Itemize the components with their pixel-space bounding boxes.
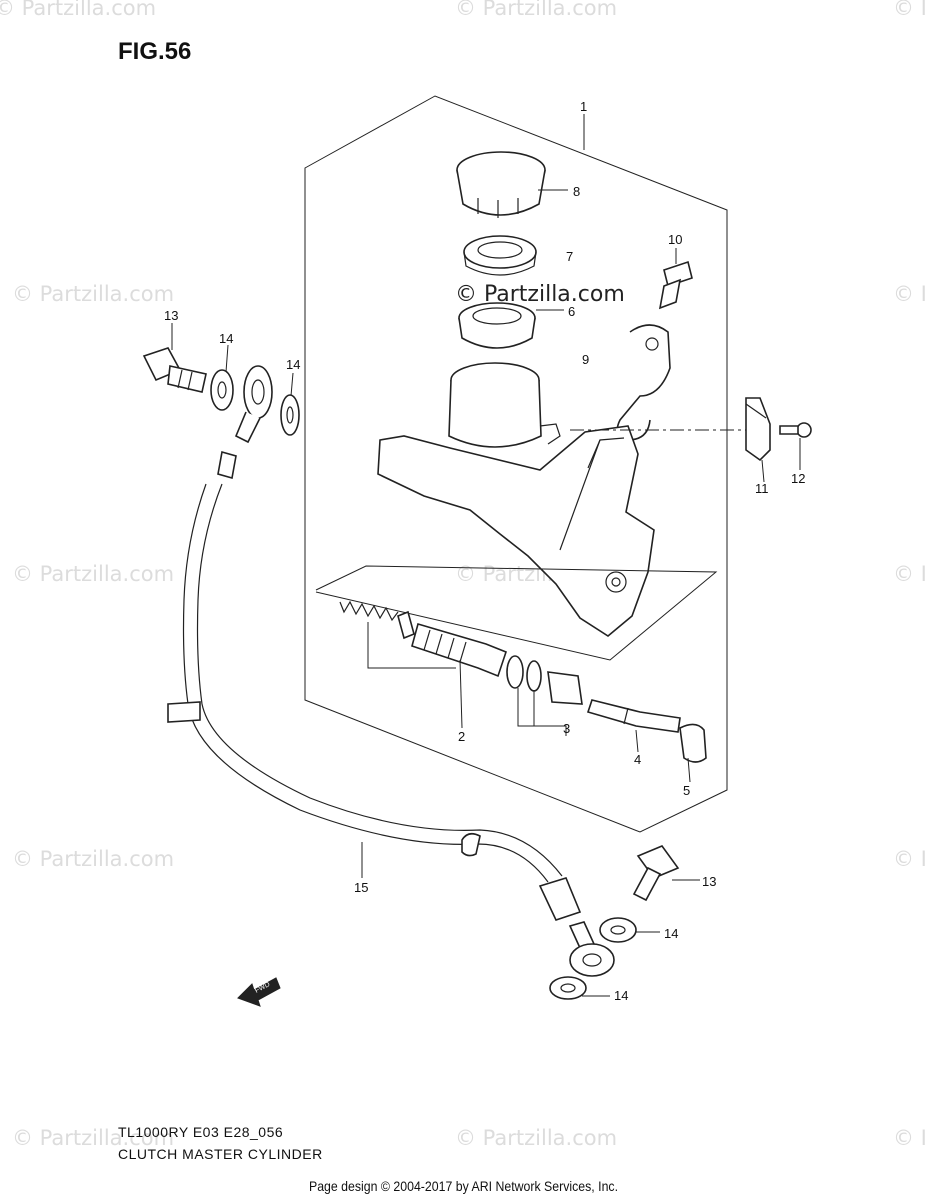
washer-lower-b	[549, 976, 587, 1000]
watermark: © Partzilla.com	[12, 562, 175, 586]
watermark: © Partzilla.com	[12, 282, 175, 306]
leader-lines	[171, 114, 801, 997]
banjo-bolt-upper	[142, 347, 207, 393]
watermark: © Partzilla.com	[12, 847, 175, 871]
watermark: © I	[893, 0, 927, 20]
push-rod	[586, 699, 681, 733]
clutch-switch	[745, 397, 771, 462]
piston	[411, 623, 507, 678]
circlip	[506, 655, 542, 692]
callout-12: 12	[791, 471, 805, 486]
diaphragm-plate	[463, 235, 537, 276]
watermark: © I	[893, 562, 927, 586]
fwd-arrow-icon: FWD	[237, 977, 281, 1007]
watermark: © Partzilla.com	[455, 1126, 618, 1150]
switch-screw	[779, 422, 812, 438]
callout-2: 2	[458, 729, 465, 744]
callout-11: 11	[755, 481, 769, 496]
washer-lower-a	[599, 917, 637, 943]
callout-10: 10	[668, 232, 682, 247]
reservoir-cap	[456, 151, 546, 218]
watermark: © Partzilla.com	[455, 0, 618, 20]
screw	[658, 260, 693, 310]
hose-banjo-upper	[234, 365, 273, 444]
model-code: TL1000RY E03 E28_056	[118, 1124, 284, 1140]
callout-14-upper-b: 14	[286, 357, 300, 372]
watermark: © I	[893, 1126, 927, 1150]
callout-8: 8	[573, 184, 580, 199]
callout-13-lower: 13	[702, 874, 716, 889]
boot	[679, 723, 707, 763]
banjo-bolt-lower	[632, 845, 680, 902]
piston-kit-outline	[315, 565, 718, 661]
center-watermark: © Partzilla.com	[455, 282, 625, 307]
holder	[616, 324, 671, 441]
master-cylinder-body	[377, 362, 655, 637]
bush	[547, 671, 583, 705]
callout-9: 9	[582, 352, 589, 367]
callout-14-lower-a: 14	[664, 926, 678, 941]
callout-4: 4	[634, 752, 641, 767]
callout-3: 3	[563, 721, 570, 736]
callout-14-upper-a: 14	[219, 331, 233, 346]
callout-7: 7	[566, 249, 573, 264]
washer-upper-b	[280, 394, 300, 436]
washer-upper-a	[210, 369, 234, 411]
callout-1: 1	[580, 99, 587, 114]
watermark: © Partzilla.com	[12, 1126, 175, 1150]
callout-13-upper: 13	[164, 308, 178, 323]
watermark: © Partzilla.com	[0, 0, 157, 20]
callout-14-lower-b: 14	[614, 988, 628, 1003]
figure-title: FIG.56	[118, 38, 192, 65]
clutch-hose	[167, 450, 596, 949]
diaphragm	[458, 302, 536, 349]
diagram-caption: CLUTCH MASTER CYLINDER	[118, 1146, 323, 1162]
watermark: © I	[893, 282, 927, 306]
page-footer: Page design © 2004-2017 by ARI Network S…	[308, 1178, 619, 1194]
callout-15: 15	[354, 880, 368, 895]
watermark: © I	[893, 847, 927, 871]
hose-banjo-lower	[569, 943, 615, 977]
callout-6: 6	[568, 304, 575, 319]
piston-spring	[339, 600, 415, 640]
assembly-outline	[304, 95, 728, 833]
callout-5: 5	[683, 783, 690, 798]
